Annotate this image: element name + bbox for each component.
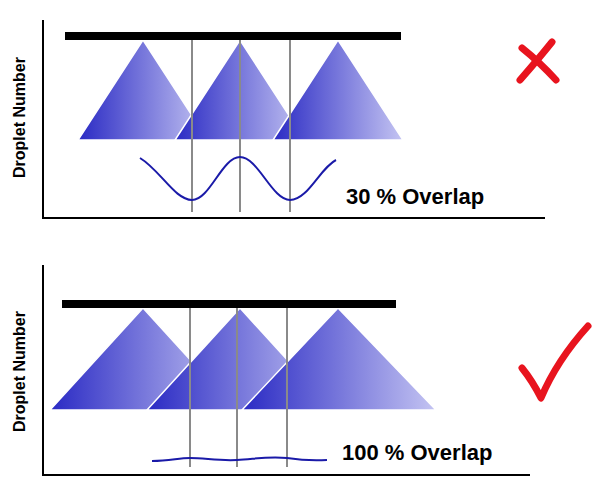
guide-line bbox=[286, 308, 288, 467]
guide-line bbox=[236, 308, 238, 467]
top-panel bbox=[43, 20, 556, 218]
spray-cone bbox=[273, 40, 403, 140]
axis-label: Droplet Number bbox=[11, 58, 29, 179]
axis-label: Droplet Number bbox=[11, 312, 29, 433]
guide-line bbox=[239, 40, 241, 212]
bottom-panel bbox=[43, 265, 588, 475]
check-mark bbox=[522, 326, 588, 398]
overlap-label: 100 % Overlap bbox=[342, 440, 492, 466]
axes bbox=[43, 20, 545, 218]
distribution-curve bbox=[140, 157, 336, 200]
guide-line bbox=[191, 40, 193, 212]
boom-bar bbox=[65, 32, 401, 40]
distribution-curve bbox=[152, 457, 327, 461]
guide-line bbox=[289, 40, 291, 212]
boom-bar bbox=[62, 300, 396, 308]
cross-mark bbox=[520, 42, 552, 80]
overlap-label: 30 % Overlap bbox=[346, 184, 484, 210]
axes bbox=[43, 265, 530, 475]
spray-cone bbox=[242, 308, 436, 410]
guide-line bbox=[189, 308, 191, 467]
